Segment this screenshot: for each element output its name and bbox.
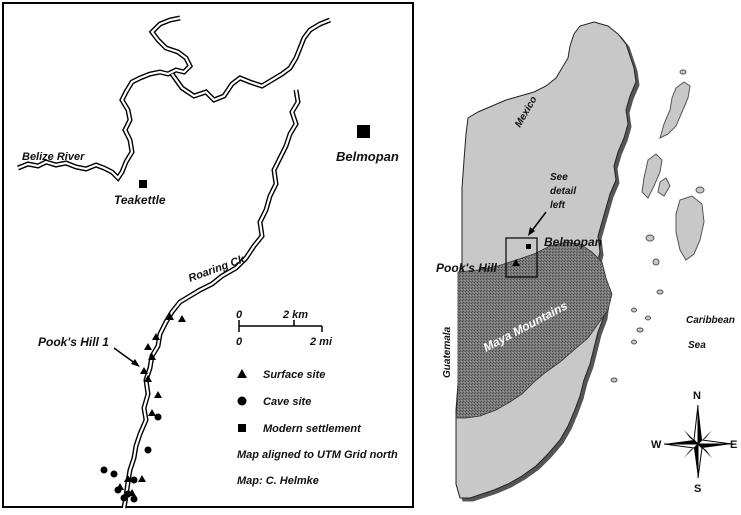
surface-site — [178, 315, 186, 322]
detail-area-box — [505, 237, 538, 278]
credit-note: Map: C. Helmke — [237, 475, 319, 487]
caribbean-label: Caribbean — [686, 315, 735, 326]
legend-surface-symbol — [237, 369, 247, 378]
cave-site — [154, 413, 162, 421]
detail-map-frame — [2, 2, 414, 508]
caye — [610, 377, 618, 383]
compass-rose: N S W E — [651, 390, 737, 495]
sea-label: Sea — [688, 340, 706, 351]
caye — [656, 289, 664, 295]
caye — [631, 307, 637, 313]
guatemala-label: Guatemala — [442, 326, 453, 378]
surface-site — [140, 367, 148, 374]
compass-east: E — [730, 439, 737, 451]
legend: Surface site Cave site Modern settlement… — [237, 369, 398, 487]
teakettle-label: Teakettle — [114, 193, 166, 207]
pooks-hill-overview-marker — [512, 259, 520, 266]
surface-site — [144, 343, 152, 350]
cave-site — [120, 494, 128, 502]
belmopan-marker — [357, 125, 370, 138]
overview-map: Mexico Guatemala See detail left Belmopa… — [436, 21, 737, 499]
belmopan-overview-label: Belmopan — [544, 235, 602, 249]
surface-site — [144, 375, 152, 382]
pooks-hill-1-arrow — [113, 347, 140, 367]
cave-site — [144, 446, 152, 454]
caye — [679, 69, 687, 75]
pooks-hill-overview-label: Pook's Hill — [436, 261, 498, 275]
alignment-note: Map aligned to UTM Grid north — [237, 449, 398, 461]
see-detail-arrow — [528, 211, 547, 236]
cave-site — [100, 466, 108, 474]
cave-site — [130, 495, 138, 503]
caye — [657, 177, 671, 197]
caye — [641, 153, 663, 199]
caye — [631, 339, 637, 345]
caye — [636, 327, 644, 333]
scale-bar: 0 2 km 0 2 mi — [236, 309, 333, 348]
compass-north: N — [693, 390, 701, 402]
detail-map: Belize River Teakettle Belmopan Roaring … — [2, 2, 414, 509]
caye — [652, 258, 660, 266]
surface-site — [148, 353, 156, 360]
legend-cave-label: Cave site — [263, 396, 311, 408]
compass-west: W — [651, 439, 662, 451]
teakettle-marker — [139, 180, 147, 188]
caye — [645, 234, 655, 242]
maya-mountains — [455, 241, 613, 419]
belmopan-label: Belmopan — [336, 149, 399, 164]
cave-site — [110, 470, 118, 478]
caye — [675, 195, 705, 261]
see-detail-line1: See — [550, 172, 568, 183]
surface-site — [154, 391, 162, 398]
caye — [659, 81, 691, 139]
cave-site — [130, 476, 138, 484]
scale-bottom-zero: 0 — [236, 336, 243, 348]
scale-bottom-value: 2 mi — [309, 336, 333, 348]
scale-top-zero: 0 — [236, 309, 243, 321]
caye — [695, 186, 705, 194]
belize-river-label: Belize River — [22, 151, 85, 163]
see-detail-line2: detail — [550, 186, 576, 197]
surface-site — [148, 409, 156, 416]
cave-sites — [100, 413, 162, 503]
pooks-hill-1-label: Pook's Hill 1 — [38, 335, 109, 349]
surface-site — [166, 313, 174, 320]
compass-south: S — [694, 483, 701, 495]
surface-site — [152, 333, 160, 340]
offshore-cayes — [610, 69, 705, 383]
scale-top-value: 2 km — [282, 309, 308, 321]
surface-site — [138, 475, 146, 482]
cave-site — [114, 486, 122, 494]
legend-settlement-symbol — [238, 424, 246, 432]
surface-site — [124, 475, 132, 482]
legend-settlement-label: Modern settlement — [263, 423, 362, 435]
caye — [645, 315, 651, 321]
see-detail-line3: left — [550, 200, 566, 211]
legend-cave-symbol — [237, 396, 247, 406]
belmopan-overview-marker — [526, 244, 531, 249]
legend-surface-label: Surface site — [263, 369, 325, 381]
